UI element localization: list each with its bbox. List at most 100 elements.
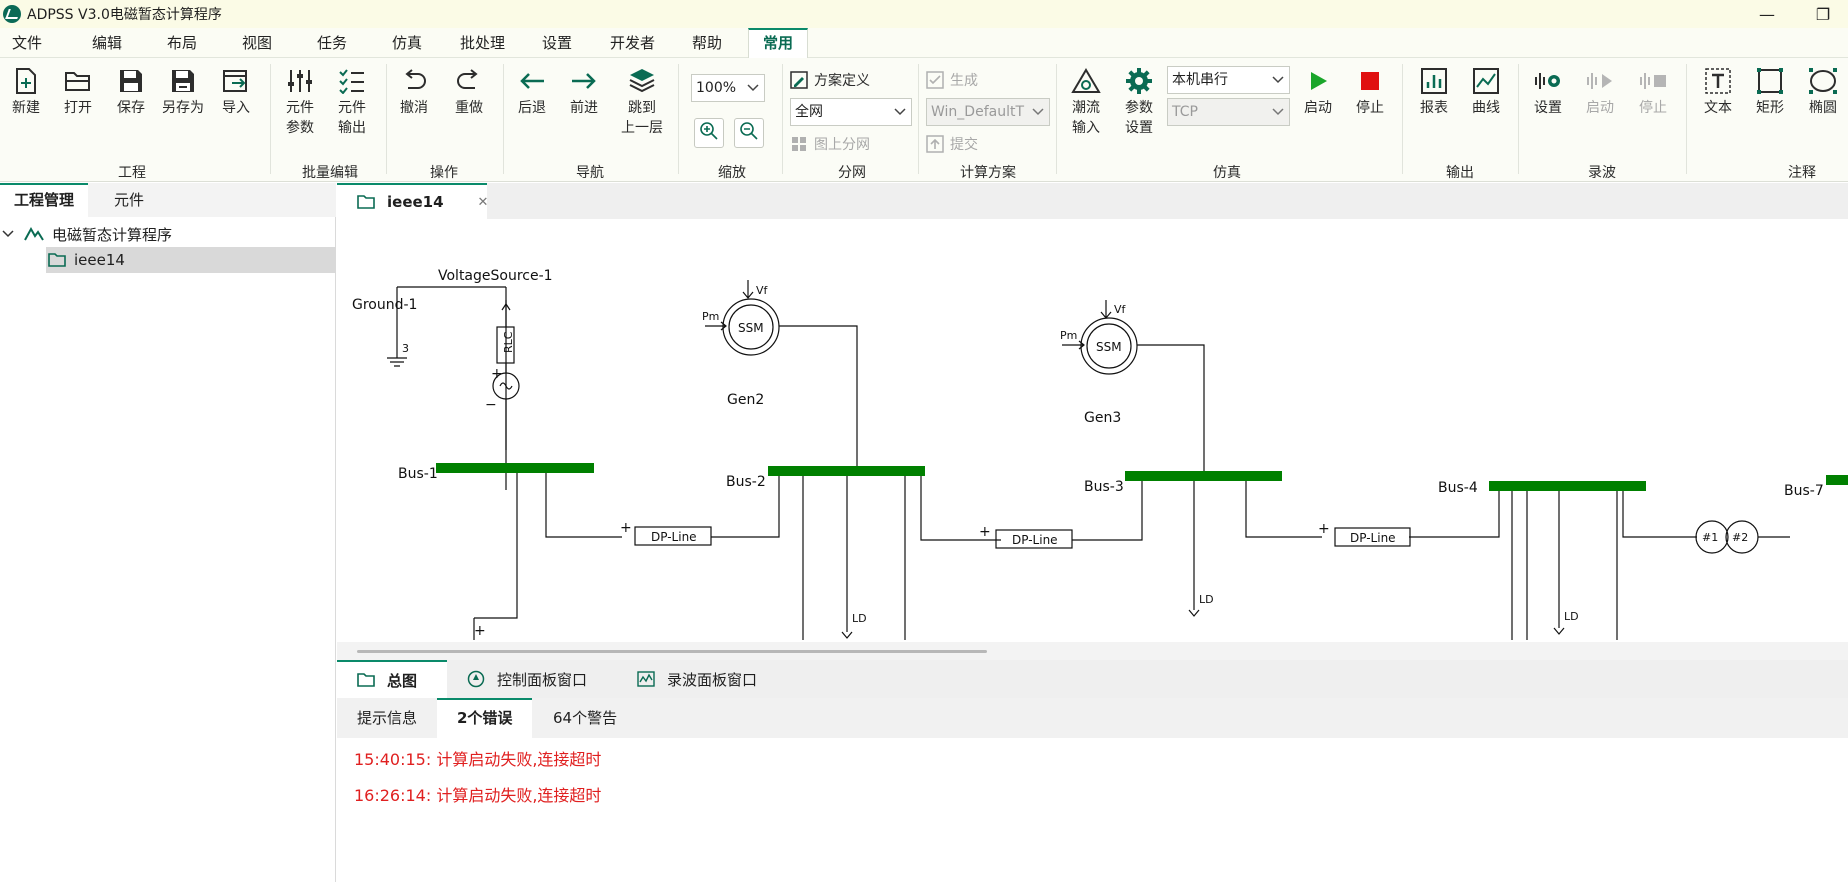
record-stop-icon [1638,66,1668,96]
left-panel-tabs: 工程管理 元件 [0,183,336,217]
arrow-left-icon [517,66,547,96]
text-icon [1703,66,1733,96]
menu-common[interactable]: 常用 [748,28,809,59]
chevron-down-icon [1031,99,1045,125]
bus-2-label: Bus-2 [726,474,766,490]
bus-7-bar [1826,475,1848,485]
horizontal-scrollbar[interactable] [337,642,1848,660]
redo-button[interactable]: 重做 [451,66,487,118]
tab-project-manager[interactable]: 工程管理 [0,183,89,217]
scrollbar-thumb[interactable] [357,650,987,653]
protocol-select[interactable]: TCP [1167,98,1290,126]
menu-help[interactable]: 帮助 [692,34,723,52]
open-button[interactable]: 打开 [60,66,96,118]
component-params-button[interactable]: 元件 参数 [280,66,320,138]
folder-open-icon [63,66,93,96]
tab-components[interactable]: 元件 [114,191,145,209]
save-button[interactable]: 保存 [113,66,149,118]
menu-task[interactable]: 任务 [317,34,348,52]
view-tabs: 总图 控制面板窗口 录波面板窗口 [337,660,1848,698]
chevron-down-icon [1271,99,1285,125]
menu-file[interactable]: 文件 [12,34,43,52]
triangle-flow-icon [1071,66,1101,96]
group-label-subnet: 分网 [838,165,866,181]
tree-item-ieee14[interactable]: ieee14 [46,247,336,273]
tab-ieee14[interactable]: ieee14 ✕ [337,183,489,219]
param-settings-button[interactable]: 参数 设置 [1121,66,1157,138]
menu-batch[interactable]: 批处理 [460,34,506,52]
menu-developer[interactable]: 开发者 [610,34,656,52]
ellipse-annotation-button[interactable]: 椭圆 [1805,66,1841,118]
svg-text:+: + [1318,521,1330,537]
import-button[interactable]: 导入 [218,66,254,118]
group-label-record: 录波 [1588,165,1616,181]
zoom-out-button[interactable] [734,118,764,148]
menu-settings[interactable]: 设置 [542,34,573,52]
curve-button[interactable]: 曲线 [1468,66,1504,118]
control-panel-icon [467,670,485,688]
circuit-diagram: Ground-1 3 VoltageSource-1 RLC + − + + +… [352,268,1848,640]
component-output-button[interactable]: 元件 输出 [332,66,372,138]
tab-overview[interactable]: 总图 [337,660,447,698]
generate-button[interactable]: 生成 [926,70,978,90]
tree-item-root[interactable]: 电磁暂态计算程序 [0,221,336,247]
scheme-define-button[interactable]: 方案定义 [790,70,870,90]
menu-view[interactable]: 视图 [242,34,273,52]
gen2-pm-label: Pm [702,310,719,323]
report-button[interactable]: 报表 [1416,66,1452,118]
subnet-scope-select[interactable]: 全网 [790,98,912,126]
folder-icon [48,253,68,267]
record-settings-button[interactable]: 设置 [1530,66,1566,118]
group-separator [1056,64,1057,174]
dp-line-3-label: DP-Line [1350,531,1396,545]
start-simulation-button[interactable]: 启动 [1300,66,1336,118]
menu-simulation[interactable]: 仿真 [392,34,423,52]
group-separator [1402,64,1403,174]
tab-control-panel[interactable]: 控制面板窗口 [467,660,587,698]
tab-recorder-panel[interactable]: 录波面板窗口 [637,660,757,698]
zoom-select[interactable]: 100% [691,74,765,102]
group-separator [678,64,679,174]
tab-warnings[interactable]: 64个警告 [553,709,618,727]
record-stop-button[interactable]: 停止 [1635,66,1671,118]
back-button[interactable]: 后退 [514,66,550,118]
tab-info[interactable]: 提示信息 [357,709,418,727]
group-label-project: 工程 [118,165,146,181]
diagram-canvas[interactable]: Ground-1 3 VoltageSource-1 RLC + − + + +… [337,219,1848,642]
group-separator [1518,64,1519,174]
menu-edit[interactable]: 编辑 [92,34,123,52]
scheme-select[interactable]: Win_DefaultT [926,98,1050,126]
group-label-zoom: 缩放 [718,165,746,181]
text-annotation-button[interactable]: 文本 [1700,66,1736,118]
group-label-plan: 计算方案 [960,165,1016,181]
menu-layout[interactable]: 布局 [167,34,198,52]
folder-icon [357,673,375,687]
transformer-2-label: #2 [1732,531,1748,544]
tab-errors[interactable]: 2个错误 [437,698,533,738]
rect-annotation-button[interactable]: 矩形 [1752,66,1788,118]
chevron-down-icon[interactable] [2,230,16,238]
chevron-down-icon [1271,67,1285,93]
new-button[interactable]: 新建 [8,66,44,118]
close-icon[interactable]: ✕ [477,194,489,210]
record-play-icon [1585,66,1615,96]
run-mode-select[interactable]: 本机串行 [1167,66,1290,94]
folder-icon [357,195,375,209]
record-start-button[interactable]: 启动 [1582,66,1618,118]
diagram-subnet-button[interactable]: 图上分网 [790,134,870,154]
stop-simulation-button[interactable]: 停止 [1352,66,1388,118]
go-up-level-button[interactable]: 跳到 上一层 [617,66,667,138]
forward-button[interactable]: 前进 [566,66,602,118]
group-label-output: 输出 [1446,165,1474,181]
zoom-in-button[interactable] [694,118,724,148]
record-gear-icon [1533,66,1563,96]
minimize-button[interactable]: — [1759,4,1775,24]
gear-icon [1124,66,1154,96]
svg-text:−: − [485,397,497,413]
power-flow-input-button[interactable]: 潮流 输入 [1068,66,1104,138]
error-message: 16:26:14: 计算启动失败,连接超时 [354,786,602,805]
submit-button[interactable]: 提交 [926,134,978,154]
undo-button[interactable]: 撤消 [396,66,432,118]
save-as-button[interactable]: 另存为 [158,66,208,118]
restore-button[interactable]: ❐ [1815,4,1831,24]
